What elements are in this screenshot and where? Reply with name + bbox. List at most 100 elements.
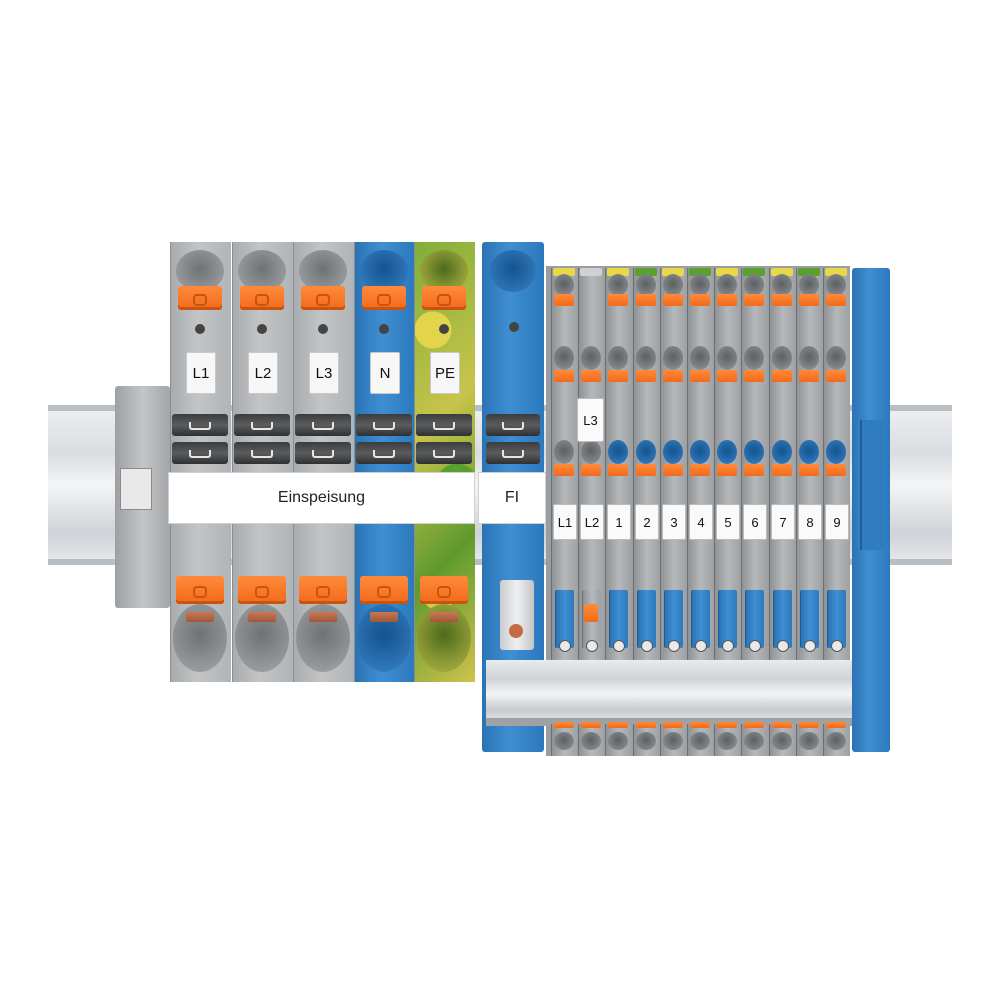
distribution-terminal-8-low-lever[interactable] xyxy=(744,464,764,476)
distribution-terminal-7-low-lever[interactable] xyxy=(717,464,737,476)
distribution-terminal-4-mid-hole[interactable] xyxy=(636,346,656,370)
distribution-terminal-4-top-hole[interactable] xyxy=(636,274,656,296)
feed-terminal-2-top-lever[interactable] xyxy=(240,286,284,310)
distribution-terminal-7-mid-lever[interactable] xyxy=(717,370,737,382)
bottom-comb-1-lever[interactable] xyxy=(554,722,574,728)
feed-terminal-4-top-lever[interactable] xyxy=(362,286,406,310)
distribution-terminal-7-low-hole[interactable] xyxy=(717,440,737,464)
distribution-terminal-3-mid-hole[interactable] xyxy=(608,346,628,370)
distribution-terminal-6-mid-hole[interactable] xyxy=(690,346,710,370)
feed-terminal-3-top-hole[interactable] xyxy=(299,250,347,292)
distribution-terminal-5-top-lever[interactable] xyxy=(663,294,683,306)
rcd-test-button[interactable] xyxy=(500,580,534,650)
feed-terminal-2-top-hole[interactable] xyxy=(238,250,286,292)
distribution-terminal-10-low-lever[interactable] xyxy=(799,464,819,476)
bottom-comb-3-hole[interactable] xyxy=(608,732,628,750)
distribution-terminal-4-low-lever[interactable] xyxy=(636,464,656,476)
distribution-terminal-10-top-lever[interactable] xyxy=(799,294,819,306)
distribution-terminal-6-low-lever[interactable] xyxy=(690,464,710,476)
distribution-terminal-9-top-hole[interactable] xyxy=(772,274,792,296)
distribution-terminal-6-low-hole[interactable] xyxy=(690,440,710,464)
bottom-comb-11-hole[interactable] xyxy=(826,732,846,750)
distribution-terminal-1-mid-lever[interactable] xyxy=(554,370,574,382)
distribution-terminal-6-top-lever[interactable] xyxy=(690,294,710,306)
feed-terminal-5-top-hole[interactable] xyxy=(420,250,468,292)
bottom-comb-2-lever[interactable] xyxy=(581,722,601,728)
bottom-comb-1-hole[interactable] xyxy=(554,732,574,750)
distribution-terminal-7-mid-hole[interactable] xyxy=(717,346,737,370)
distribution-terminal-10-top-hole[interactable] xyxy=(799,274,819,296)
feed-terminal-1-bottom-lever[interactable] xyxy=(176,576,224,604)
distribution-terminal-11-top-lever[interactable] xyxy=(826,294,846,306)
distribution-terminal-11-low-lever[interactable] xyxy=(826,464,846,476)
feed-terminal-3-bottom-lever[interactable] xyxy=(299,576,347,604)
bottom-comb-4-lever[interactable] xyxy=(636,722,656,728)
distribution-terminal-2-orange-latch[interactable] xyxy=(584,604,598,622)
distribution-terminal-7-top-hole[interactable] xyxy=(717,274,737,296)
distribution-terminal-6-top-hole[interactable] xyxy=(690,274,710,296)
distribution-terminal-10-low-hole[interactable] xyxy=(799,440,819,464)
feed-terminal-2-bottom-lever[interactable] xyxy=(238,576,286,604)
distribution-terminal-5-top-hole[interactable] xyxy=(663,274,683,296)
distribution-terminal-5-low-lever[interactable] xyxy=(663,464,683,476)
distribution-terminal-1-low-hole[interactable] xyxy=(554,440,574,464)
distribution-terminal-11-mid-lever[interactable] xyxy=(826,370,846,382)
distribution-terminal-8-top-hole[interactable] xyxy=(744,274,764,296)
bottom-comb-10-lever[interactable] xyxy=(799,722,819,728)
distribution-terminal-1-mid-hole[interactable] xyxy=(554,346,574,370)
bottom-comb-2-hole[interactable] xyxy=(581,732,601,750)
feed-terminal-5-top-lever[interactable] xyxy=(422,286,466,310)
feed-terminal-5-bottom-lever[interactable] xyxy=(420,576,468,604)
distribution-terminal-9-top-lever[interactable] xyxy=(772,294,792,306)
feed-terminal-1-top-lever[interactable] xyxy=(178,286,222,310)
bottom-comb-6-lever[interactable] xyxy=(690,722,710,728)
distribution-terminal-5-low-hole[interactable] xyxy=(663,440,683,464)
bottom-comb-5-lever[interactable] xyxy=(663,722,683,728)
bottom-comb-7-lever[interactable] xyxy=(717,722,737,728)
distribution-terminal-1-low-lever[interactable] xyxy=(554,464,574,476)
distribution-terminal-10-mid-hole[interactable] xyxy=(799,346,819,370)
distribution-terminal-10-mid-lever[interactable] xyxy=(799,370,819,382)
bottom-comb-9-lever[interactable] xyxy=(772,722,792,728)
distribution-terminal-5-mid-lever[interactable] xyxy=(663,370,683,382)
bottom-comb-10-hole[interactable] xyxy=(799,732,819,750)
distribution-terminal-2-low-hole[interactable] xyxy=(581,440,601,464)
distribution-terminal-8-low-hole[interactable] xyxy=(744,440,764,464)
feed-terminal-4-bottom-lever[interactable] xyxy=(360,576,408,604)
bottom-comb-5-hole[interactable] xyxy=(663,732,683,750)
bottom-comb-7-hole[interactable] xyxy=(717,732,737,750)
distribution-terminal-3-low-hole[interactable] xyxy=(608,440,628,464)
distribution-terminal-2-low-lever[interactable] xyxy=(581,464,601,476)
feed-terminal-3-top-lever[interactable] xyxy=(301,286,345,310)
distribution-terminal-6-mid-lever[interactable] xyxy=(690,370,710,382)
distribution-terminal-2-mid-hole[interactable] xyxy=(581,346,601,370)
distribution-terminal-3-mid-lever[interactable] xyxy=(608,370,628,382)
distribution-terminal-11-mid-hole[interactable] xyxy=(826,346,846,370)
distribution-terminal-8-mid-hole[interactable] xyxy=(744,346,764,370)
bottom-comb-3-lever[interactable] xyxy=(608,722,628,728)
feed-terminal-1-top-hole[interactable] xyxy=(176,250,224,292)
distribution-terminal-9-low-lever[interactable] xyxy=(772,464,792,476)
distribution-terminal-8-mid-lever[interactable] xyxy=(744,370,764,382)
distribution-terminal-5-mid-hole[interactable] xyxy=(663,346,683,370)
distribution-terminal-7-top-lever[interactable] xyxy=(717,294,737,306)
distribution-terminal-2-mid-lever[interactable] xyxy=(581,370,601,382)
distribution-terminal-9-low-hole[interactable] xyxy=(772,440,792,464)
distribution-terminal-4-low-hole[interactable] xyxy=(636,440,656,464)
distribution-terminal-9-mid-lever[interactable] xyxy=(772,370,792,382)
distribution-terminal-3-top-lever[interactable] xyxy=(608,294,628,306)
distribution-terminal-11-low-hole[interactable] xyxy=(826,440,846,464)
bottom-comb-4-hole[interactable] xyxy=(636,732,656,750)
distribution-terminal-4-top-lever[interactable] xyxy=(636,294,656,306)
distribution-terminal-1-top-lever[interactable] xyxy=(554,294,574,306)
bottom-comb-9-hole[interactable] xyxy=(772,732,792,750)
distribution-terminal-3-top-hole[interactable] xyxy=(608,274,628,296)
distribution-terminal-1-top-hole[interactable] xyxy=(554,274,574,296)
bottom-comb-8-lever[interactable] xyxy=(744,722,764,728)
bottom-comb-6-hole[interactable] xyxy=(690,732,710,750)
distribution-terminal-11-top-hole[interactable] xyxy=(826,274,846,296)
distribution-terminal-4-mid-lever[interactable] xyxy=(636,370,656,382)
bottom-comb-8-hole[interactable] xyxy=(744,732,764,750)
bottom-comb-11-lever[interactable] xyxy=(826,722,846,728)
feed-terminal-4-top-hole[interactable] xyxy=(360,250,408,292)
